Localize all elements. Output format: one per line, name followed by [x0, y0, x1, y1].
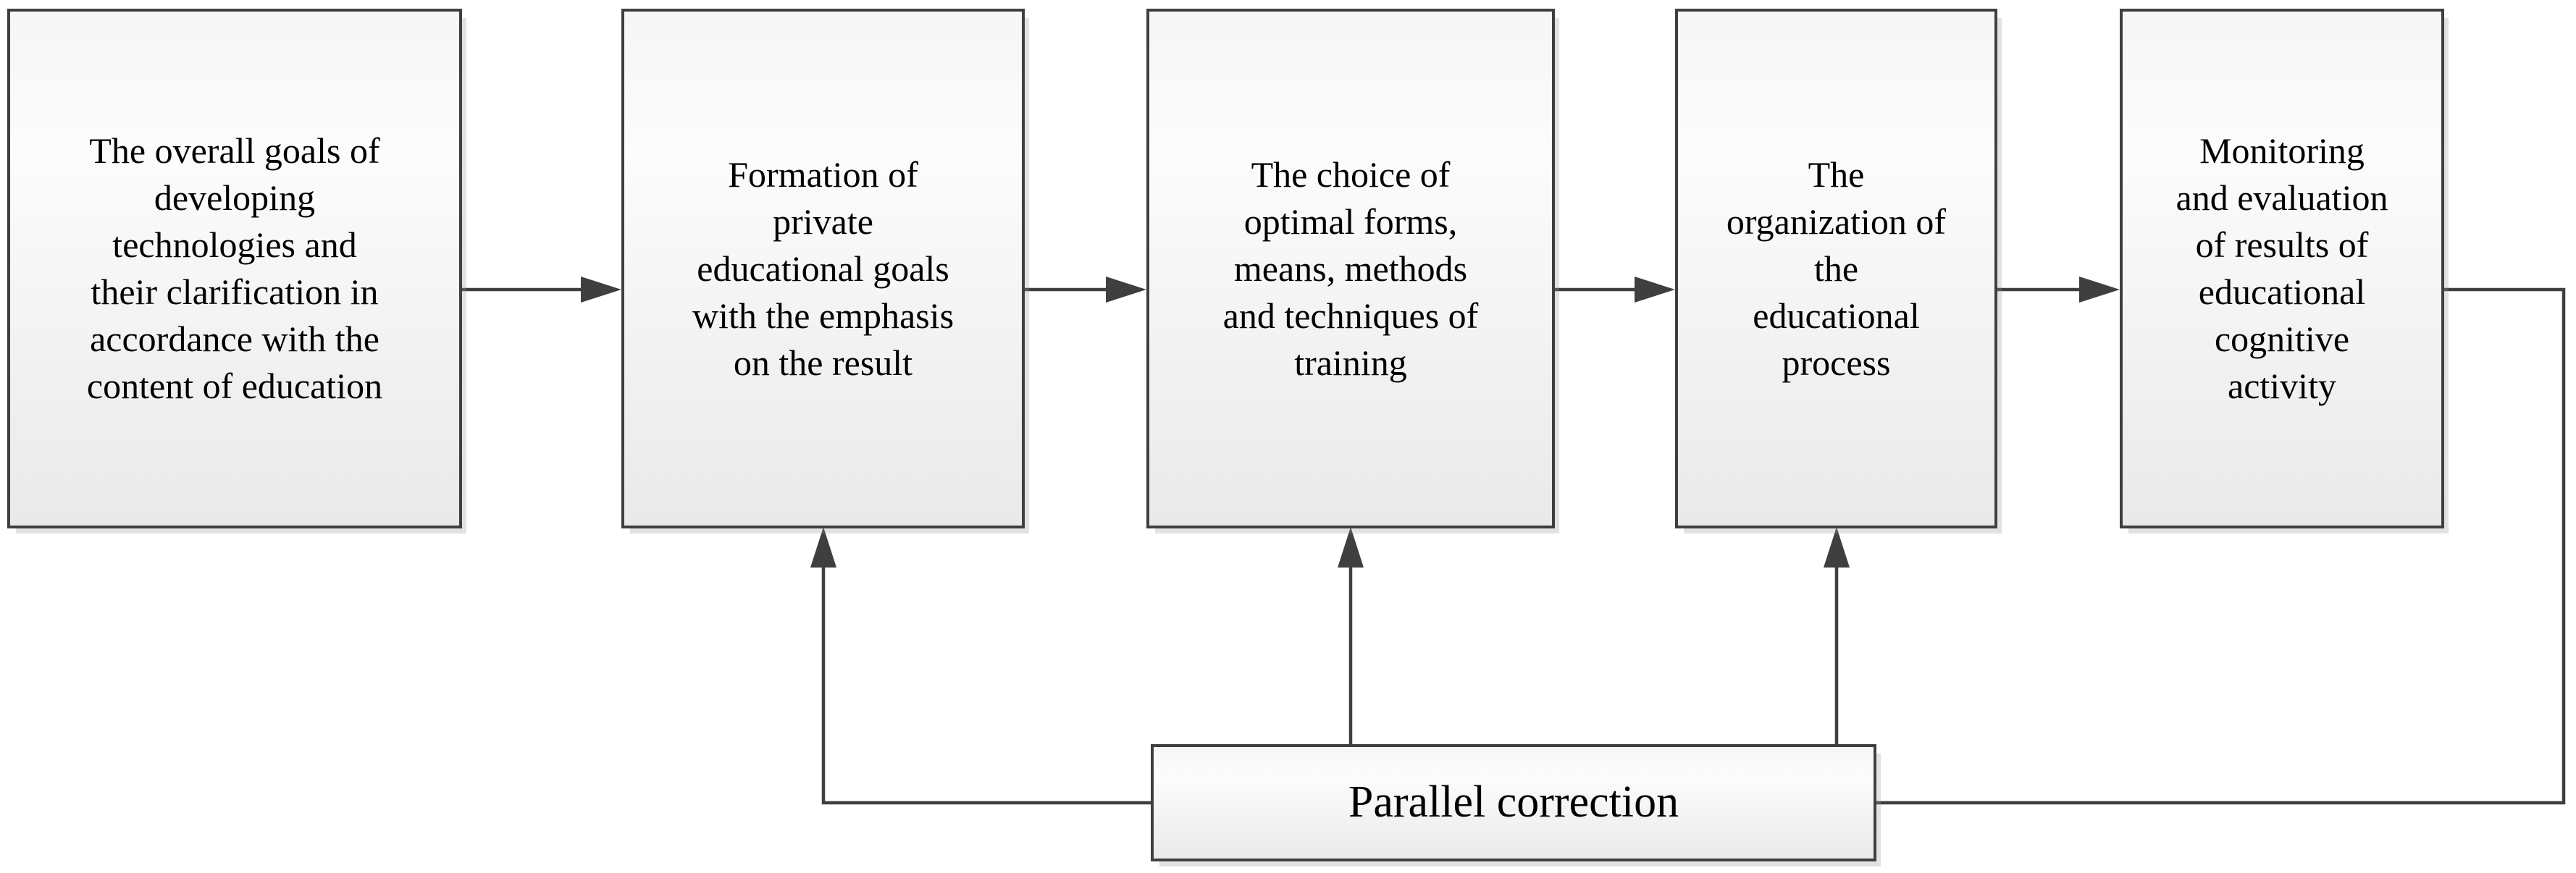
arrowhead-up-icon: [810, 527, 836, 568]
connector-line: [1876, 287, 2566, 805]
flow-box-private-goals-label: Formation of private educational goals w…: [692, 153, 955, 383]
arrow-box1-to-box2: [462, 277, 621, 303]
arrow-correction-to-box3: [1338, 527, 1364, 744]
flow-box-parallel-correction-label: Parallel correction: [1348, 777, 1679, 827]
line-box5-to-correction: [1876, 287, 2566, 805]
arrow-correction-to-box4: [1824, 527, 1850, 744]
arrowhead-right-icon: [1635, 277, 1675, 303]
arrowhead-up-icon: [1824, 527, 1850, 568]
flow-box-monitoring: Monitoring and evaluation of results of …: [2120, 9, 2444, 528]
arrow-correction-to-box2: [810, 527, 1151, 805]
flow-box-private-goals: Formation of private educational goals w…: [621, 9, 1025, 528]
flow-box-parallel-correction: Parallel correction: [1151, 744, 1876, 861]
arrowhead-right-icon: [1106, 277, 1146, 303]
flow-box-overall-goals-label: The overall goals of developing technolo…: [86, 130, 383, 406]
flow-box-organization: The organization of the educational proc…: [1675, 9, 1997, 528]
arrow-box3-to-box4: [1555, 277, 1675, 303]
flow-box-organization-label: The organization of the educational proc…: [1726, 153, 1947, 383]
flow-box-choice-of-forms-label: The choice of optimal forms, means, meth…: [1222, 153, 1479, 383]
arrow-box2-to-box3: [1025, 277, 1146, 303]
flow-box-choice-of-forms: The choice of optimal forms, means, meth…: [1146, 9, 1555, 528]
arrowhead-right-icon: [2079, 277, 2120, 303]
flow-box-overall-goals: The overall goals of developing technolo…: [7, 9, 462, 528]
flow-box-monitoring-label: Monitoring and evaluation of results of …: [2176, 130, 2388, 406]
connector-line: [821, 566, 1151, 805]
arrow-box4-to-box5: [1997, 277, 2120, 303]
arrowhead-right-icon: [581, 277, 621, 303]
arrowhead-up-icon: [1338, 527, 1364, 568]
